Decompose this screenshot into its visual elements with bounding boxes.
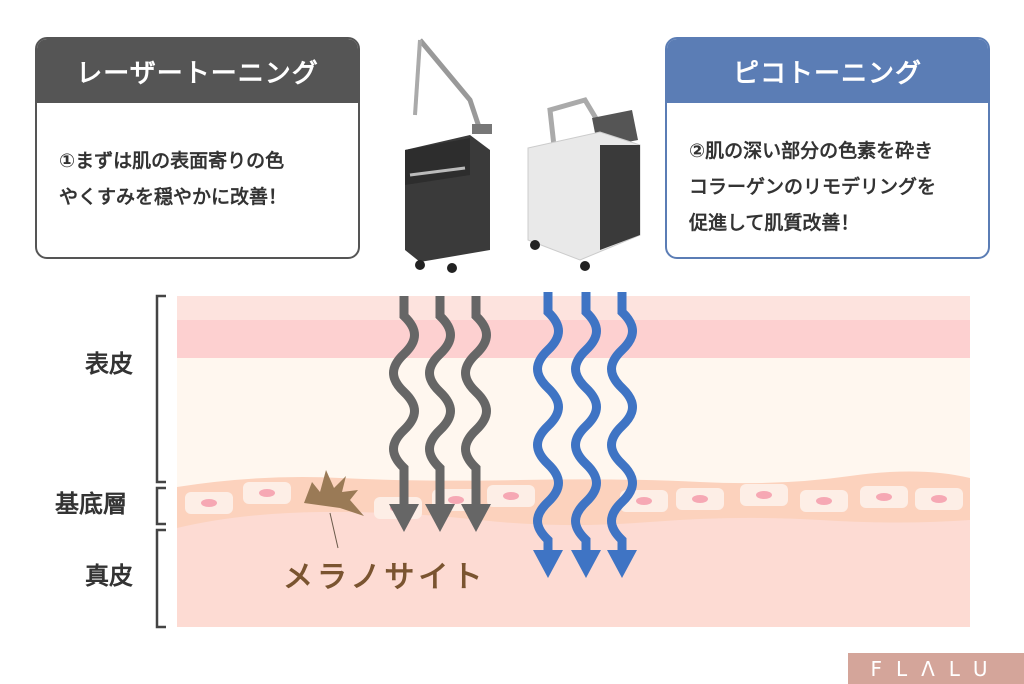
cell-nuclei bbox=[201, 489, 947, 512]
pico-arrow-head bbox=[571, 550, 601, 578]
pico-toning-machine bbox=[527, 97, 641, 271]
laser-arrow-head bbox=[461, 504, 491, 532]
melanocyte-label: メラノサイト bbox=[283, 560, 487, 595]
pico-arrow-head bbox=[607, 550, 637, 578]
melanocyte-pointer bbox=[329, 512, 339, 549]
description-line: ②肌の深い部分の色素を砕き bbox=[689, 140, 934, 162]
pico-toning-card: ピコトーニング ②肌の深い部分の色素を砕き コラーゲンのリモデリングを 促進して… bbox=[665, 37, 990, 259]
pico-toning-description: ②肌の深い部分の色素を砕き コラーゲンのリモデリングを 促進して肌質改善！ bbox=[667, 103, 988, 241]
pico-toning-title: ピコトーニング bbox=[667, 39, 988, 103]
arrows-group bbox=[389, 292, 637, 578]
dermis-label: 真皮 bbox=[85, 562, 133, 590]
laser-toning-title: レーザートーニング bbox=[37, 39, 358, 103]
description-line: やくすみを穏やかに改善！ bbox=[59, 186, 288, 208]
layer-brackets bbox=[155, 294, 166, 629]
laser-toning-description: ①まずは肌の表面寄りの色 やくすみを穏やかに改善！ bbox=[37, 103, 358, 215]
skin-surface-layer bbox=[177, 296, 970, 320]
pico-arrow-shaft bbox=[607, 292, 637, 556]
epidermis-label: 表皮 bbox=[85, 350, 133, 378]
pico-arrow-shaft bbox=[533, 292, 563, 556]
laser-arrow-shaft bbox=[425, 296, 455, 510]
description-line: 促進して肌質改善！ bbox=[689, 212, 860, 234]
description-line: コラーゲンのリモデリングを bbox=[689, 176, 937, 198]
pico-arrow-shaft bbox=[571, 292, 601, 556]
brand-logo: FLΛLU bbox=[848, 653, 1024, 684]
epidermis-layer bbox=[177, 358, 970, 488]
melanocyte-shape bbox=[304, 470, 364, 516]
description-line: ①まずは肌の表面寄りの色 bbox=[59, 150, 285, 172]
basal-layer-label: 基底層 bbox=[55, 490, 127, 518]
laser-toning-card: レーザートーニング ①まずは肌の表面寄りの色 やくすみを穏やかに改善！ bbox=[35, 37, 360, 259]
laser-arrow-head bbox=[425, 504, 455, 532]
laser-arrow-shaft bbox=[389, 296, 419, 510]
laser-arrow-head bbox=[389, 504, 419, 532]
laser-arrow-shaft bbox=[461, 296, 491, 510]
laser-toning-machine bbox=[405, 38, 492, 273]
pico-arrow-head bbox=[533, 550, 563, 578]
stratum-corneum-layer bbox=[177, 320, 970, 358]
